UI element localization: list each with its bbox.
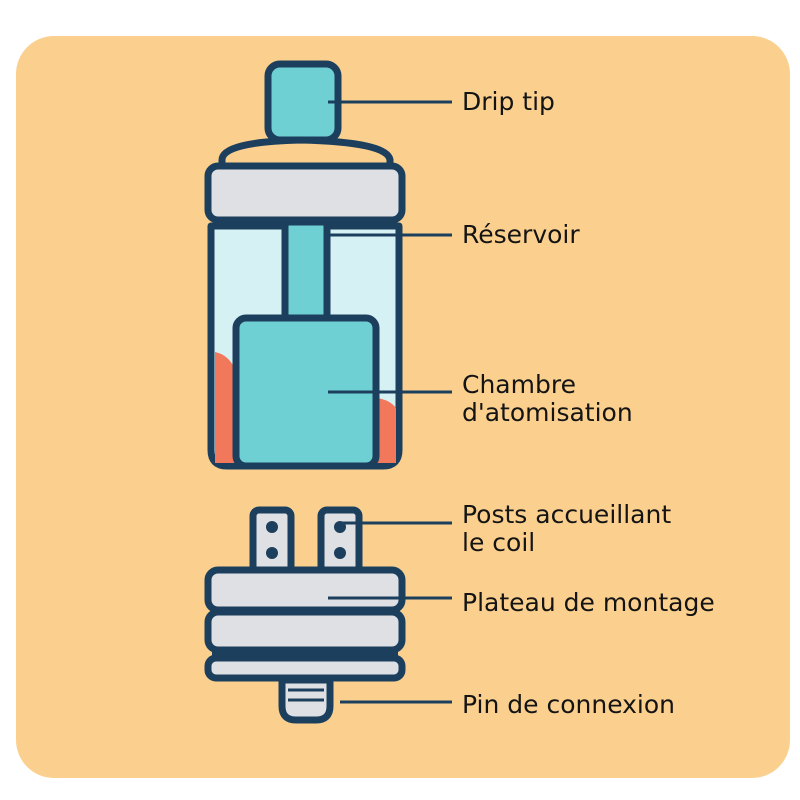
screw-hole <box>266 547 278 559</box>
deck <box>204 506 406 724</box>
label-reservoir: Réservoir <box>462 220 580 249</box>
label-pin: Pin de connexion <box>462 690 675 719</box>
screw-hole <box>266 521 278 533</box>
liquid-left <box>215 352 236 463</box>
label-drip-tip: Drip tip <box>462 87 555 116</box>
post-right <box>317 506 363 576</box>
tank <box>204 60 406 470</box>
plate-middle <box>204 608 406 654</box>
liquid-right <box>377 398 396 463</box>
plate-top <box>204 566 406 614</box>
post-left <box>249 506 295 576</box>
chimney <box>281 218 331 324</box>
top-ring <box>204 162 406 224</box>
label-chamber-line2: d'atomisation <box>462 398 633 427</box>
plate-bottom <box>204 654 406 682</box>
label-posts-line1: Posts accueillant <box>462 500 671 529</box>
tank-shoulder <box>218 136 394 170</box>
drip-tip <box>264 60 342 144</box>
label-plateau: Plateau de montage <box>462 588 715 617</box>
label-posts-line2: le coil <box>462 528 535 557</box>
label-chamber-line1: Chambre <box>462 370 576 399</box>
screw-hole <box>334 547 346 559</box>
